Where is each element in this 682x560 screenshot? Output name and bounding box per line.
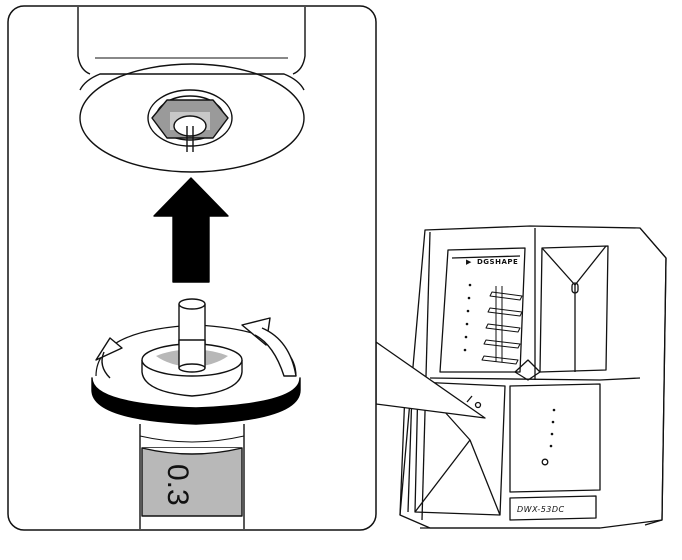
indicator-dots <box>463 283 472 352</box>
milling-machine <box>399 225 667 529</box>
tool-size-label: 0.3 <box>161 464 194 506</box>
rotate-arrow-icon <box>95 337 123 379</box>
tool-holder <box>91 298 301 529</box>
rotate-arrow-icon <box>241 317 297 377</box>
disc-holder <box>481 286 523 365</box>
machine-model-label: DWX-53DC <box>517 505 565 514</box>
up-arrow-icon <box>153 177 229 283</box>
brand-logo-mark: ▶ <box>466 258 472 266</box>
machine-brand-label: DGSHAPE <box>477 258 518 266</box>
spindle <box>77 7 306 173</box>
